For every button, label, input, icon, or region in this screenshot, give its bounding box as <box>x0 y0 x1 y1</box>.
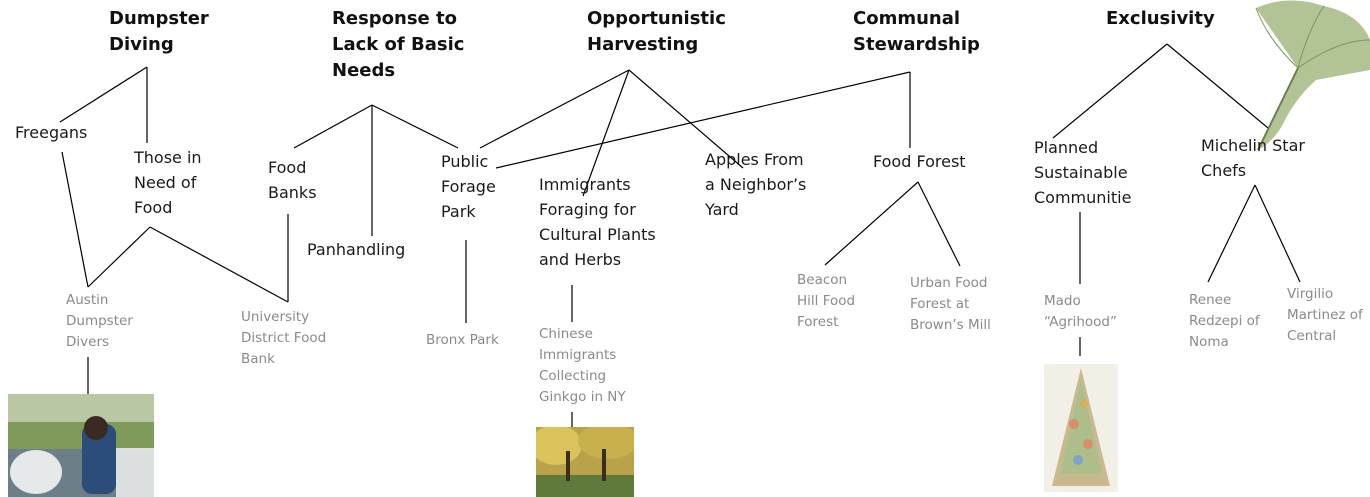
photo-agrihood-sketch <box>1044 364 1118 492</box>
photo-ginkgo-trees-image <box>536 427 634 497</box>
node-michelin-star-chefs: Michelin Star Chefs <box>1201 136 1305 180</box>
photo-agrihood-sketch-image <box>1044 364 1118 492</box>
node-freegans: Freegans <box>15 123 88 142</box>
example-urban-food-forest-browns-mill: Urban Food Forest at Brown’s Mill <box>910 275 991 333</box>
edge-foodforest-beacon <box>824 181 919 266</box>
edge-exclusivity-planned <box>1052 43 1168 139</box>
category-communal-stewardship: Communal Stewardship <box>853 8 980 55</box>
example-beacon-hill-food-forest: Beacon Hill Food Forest <box>797 272 856 330</box>
example-renee-redzepi-noma: Renee Redzepi of Noma <box>1189 292 1260 350</box>
node-public-forage-park: Public Forage Park <box>441 152 496 221</box>
edge-freegans-austin <box>61 151 89 288</box>
edge-exclusivity-michelin <box>1166 43 1269 129</box>
edge-response-foodbanks <box>293 104 373 149</box>
node-immigrants-foraging: Immigrants Foraging for Cultural Plants … <box>539 175 656 269</box>
photo-dumpster-diver-image <box>8 394 154 497</box>
photo-ginkgo-trees <box>536 427 634 497</box>
edge-opportunistic-apples <box>628 69 744 169</box>
ginkgo-leaf-illustration <box>1255 0 1370 151</box>
edge-need-austin <box>87 226 151 288</box>
edge-opportunistic-immigrants <box>582 69 630 197</box>
node-panhandling: Panhandling <box>307 240 406 259</box>
node-food-forest: Food Forest <box>873 152 966 171</box>
node-those-in-need-of-food: Those in Need of Food <box>134 148 202 217</box>
photo-dumpster-diver <box>8 394 154 497</box>
edge-response-public <box>371 104 459 149</box>
edge-dumpster-freegans <box>59 66 148 123</box>
node-food-banks: Food Banks <box>268 158 317 202</box>
edge-opportunistic-public <box>479 69 630 149</box>
node-planned-sustainable-communities: Planned Sustainable Communitie <box>1034 138 1132 207</box>
example-chinese-immigrants-ginkgo: Chinese Immigrants Collecting Ginkgo in … <box>539 326 626 405</box>
example-university-district-food-bank: University District Food Bank <box>241 309 327 367</box>
example-mado-agrihood: Mado “Agrihood” <box>1044 293 1117 330</box>
edge-foodforest-urban <box>917 181 961 267</box>
example-austin-dumpster-divers: Austin Dumpster Divers <box>66 292 133 350</box>
category-opportunistic-harvesting: Opportunistic Harvesting <box>587 8 726 55</box>
example-virgilio-martinez-central: Virgilio Martinez of Central <box>1287 286 1363 344</box>
edge-communal-public <box>495 71 911 169</box>
edge-michelin-renee <box>1207 184 1256 283</box>
example-bronx-park: Bronx Park <box>426 332 499 348</box>
category-dumpster-diving: Dumpster Diving <box>109 8 209 55</box>
node-apples-neighbors-yard: Apples From a Neighbor’s Yard <box>705 150 807 219</box>
edge-need-university <box>149 226 289 303</box>
category-exclusivity: Exclusivity <box>1106 8 1215 29</box>
category-response-basic-needs: Response to Lack of Basic Needs <box>332 8 465 81</box>
edge-michelin-virgilio <box>1254 184 1301 283</box>
